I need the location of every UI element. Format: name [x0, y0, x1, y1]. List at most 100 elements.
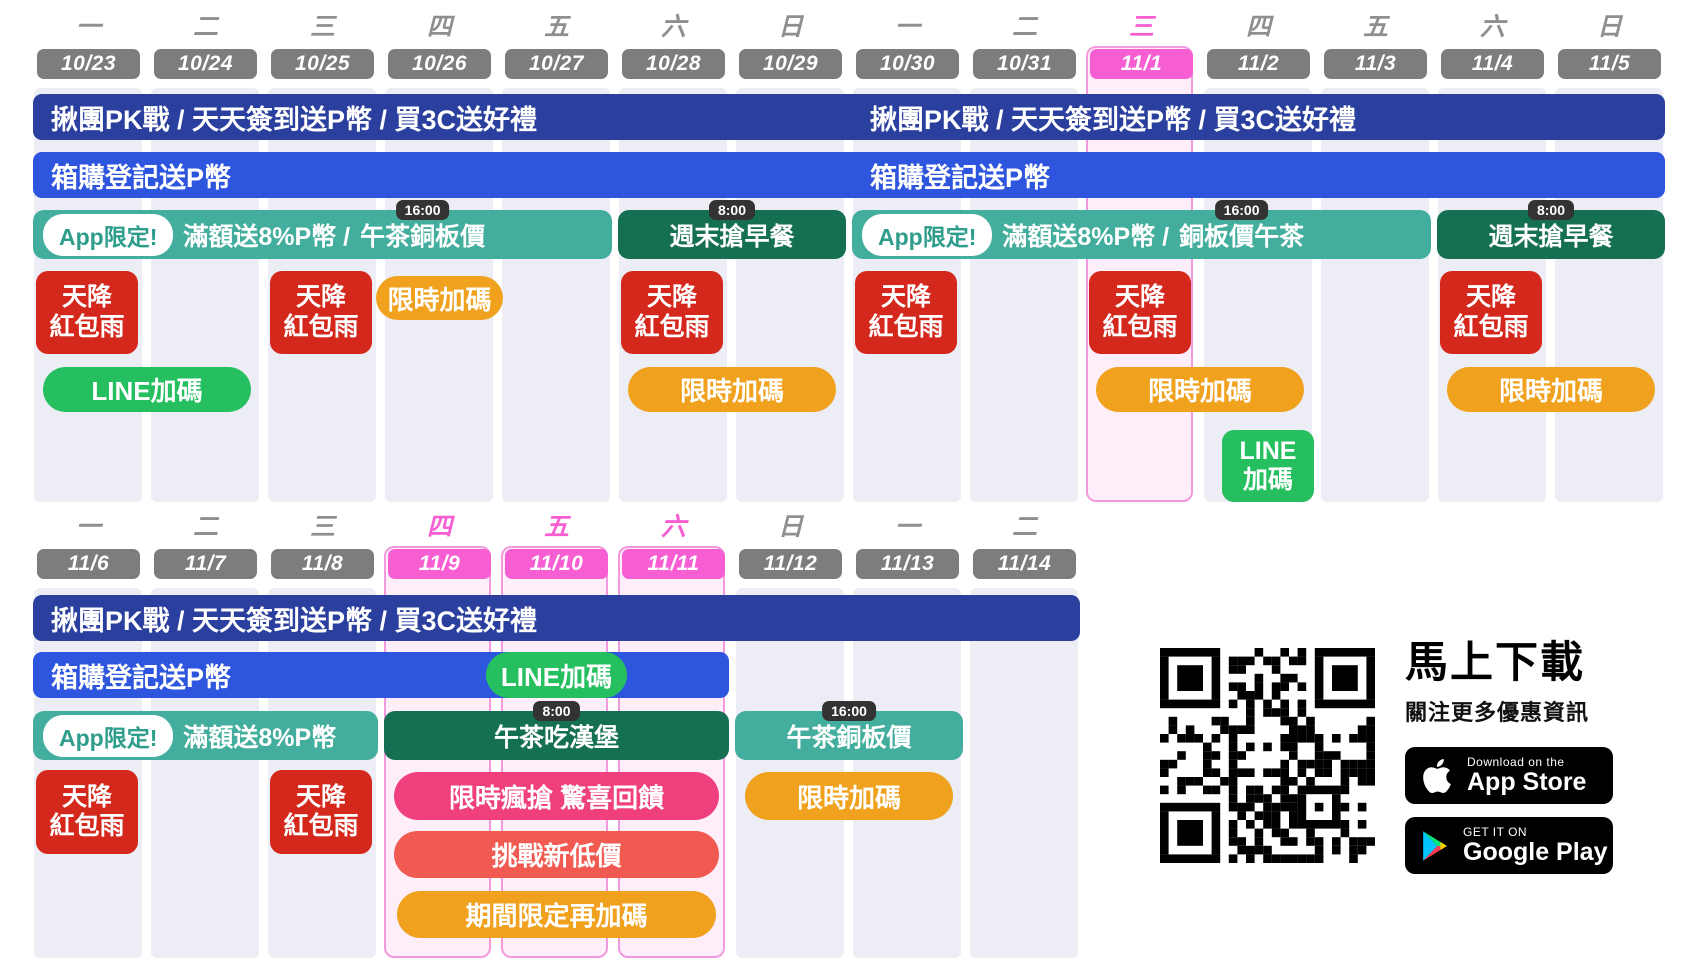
google-play-pre: GET IT ON: [1463, 824, 1528, 839]
date-badge: 11/14: [973, 549, 1076, 579]
day-column: [502, 88, 610, 502]
line-bonus-pill: LINE加碼: [486, 652, 627, 698]
badge-line: 天降: [1114, 283, 1165, 311]
time-tag: 16:00: [822, 700, 876, 721]
group-pk-signin-3c-bar: 揪團PK戰 / 天天簽到送P幣 / 買3C送好禮揪團PK戰 / 天天簽到送P幣 …: [33, 94, 1665, 140]
weekday-label: 六: [660, 13, 686, 41]
limited-time-bonus-pill: 限時加碼: [1096, 367, 1304, 412]
date-badge: 10/26: [388, 49, 491, 79]
time-tag: 8:00: [533, 700, 580, 721]
date-badge: 10/29: [739, 49, 842, 79]
badge-line: 紅包雨: [283, 312, 359, 341]
weekday-label: 三: [309, 513, 335, 541]
weekday-label: 三: [309, 13, 335, 41]
weekday-label: 六: [660, 513, 686, 541]
red-envelope-rain-badge: 天降紅包雨: [1089, 271, 1191, 354]
time-tag: 8:00: [1527, 199, 1574, 220]
red-envelope-rain-badge: 天降紅包雨: [1440, 271, 1542, 354]
weekday-label: 一: [75, 513, 101, 541]
download-title: 馬上下載: [1405, 639, 1585, 687]
day-column: [151, 88, 259, 502]
event-label: 滿額送8%P幣 /: [183, 222, 351, 251]
day-column: [736, 88, 844, 502]
red-envelope-rain-badge: 天降紅包雨: [855, 271, 957, 354]
badge-line: 紅包雨: [868, 312, 944, 341]
badge-line: 天降: [1465, 283, 1516, 311]
weekday-label: 一: [894, 513, 920, 541]
badge-line: 紅包雨: [1102, 312, 1178, 341]
date-badge: 11/12: [739, 549, 842, 579]
google-play-badge[interactable]: GET IT ON Google Play: [1405, 817, 1613, 875]
weekday-label: 五: [543, 13, 569, 41]
limited-time-bonus-pill: 限時加碼: [376, 276, 503, 320]
badge-line: 天降: [880, 283, 931, 311]
google-play-name: Google Play: [1463, 837, 1608, 866]
limited-time-bonus-pill: 限時加碼: [1447, 367, 1655, 412]
qr-code-image: [1160, 648, 1375, 863]
weekday-label: 四: [1245, 13, 1271, 41]
app-exclusive-pill: App限定!: [43, 714, 174, 757]
badge-line: 紅包雨: [283, 812, 359, 840]
event-label: 午茶銅板價: [360, 222, 486, 251]
date-badge: 11/13: [856, 549, 959, 579]
date-badge: 11/8: [271, 549, 374, 579]
day-column: [970, 588, 1078, 958]
event-label: 週末搶早餐: [669, 222, 795, 251]
event-label: 箱購登記送P幣: [870, 162, 1051, 193]
badge-line: 紅包雨: [49, 312, 125, 341]
badge-line: 天降: [295, 283, 346, 311]
badge-line: LINE: [1239, 436, 1297, 465]
event-label: 揪團PK戰 / 天天簽到送P幣 / 買3C送好禮: [51, 605, 538, 636]
red-envelope-rain-badge: 天降紅包雨: [36, 271, 138, 354]
event-label: 揪團PK戰 / 天天簽到送P幣 / 買3C送好禮: [51, 104, 538, 135]
event-label: 週末搶早餐: [1488, 222, 1614, 251]
google-play-icon: [1419, 830, 1451, 862]
weekday-label: 日: [1596, 13, 1622, 41]
download-section: 馬上下載 關注更多優惠資訊 Download on the App Store: [1160, 639, 1613, 875]
date-badge: 11/11: [622, 549, 725, 579]
date-badge: 10/28: [622, 49, 725, 79]
date-badge: 11/6: [37, 549, 140, 579]
date-badge: 10/23: [37, 49, 140, 79]
weekday-label: 二: [192, 13, 218, 41]
badge-line: 天降: [646, 283, 697, 311]
event-label: 滿額送8%P幣 /: [1002, 222, 1170, 251]
app-exclusive-pill: App限定!: [43, 213, 174, 256]
weekday-label: 三: [1128, 13, 1154, 41]
weekday-label: 日: [777, 513, 803, 541]
apple-icon: [1419, 758, 1455, 793]
group-pk-signin-3c-bar: 揪團PK戰 / 天天簽到送P幣 / 買3C送好禮: [33, 595, 1080, 641]
badge-line: 天降: [61, 782, 112, 811]
weekday-label: 四: [426, 513, 452, 541]
weekday-label: 二: [1011, 13, 1037, 41]
period-extra-bonus-bar: 期間限定再加碼: [397, 891, 716, 938]
weekday-label: 二: [1011, 513, 1037, 541]
date-badge: 11/2: [1207, 49, 1310, 79]
weekday-label: 六: [1479, 13, 1505, 41]
red-envelope-rain-badge: 天降紅包雨: [621, 271, 723, 354]
date-badge: 11/5: [1558, 49, 1661, 79]
day-column: [970, 88, 1078, 502]
badge-line: 紅包雨: [49, 812, 125, 840]
date-badge: 11/9: [388, 549, 491, 579]
app-store-badge[interactable]: Download on the App Store: [1405, 747, 1613, 805]
red-envelope-rain-badge: 天降紅包雨: [270, 271, 372, 354]
flash-sale-surprise-bar: 限時瘋搶 驚喜回饋: [394, 772, 719, 820]
time-tag: 16:00: [1214, 199, 1269, 220]
weekday-label: 一: [894, 13, 920, 41]
badge-line: 天降: [61, 283, 112, 311]
badge-line: 紅包雨: [634, 312, 710, 341]
download-subtitle: 關注更多優惠資訊: [1405, 700, 1590, 726]
